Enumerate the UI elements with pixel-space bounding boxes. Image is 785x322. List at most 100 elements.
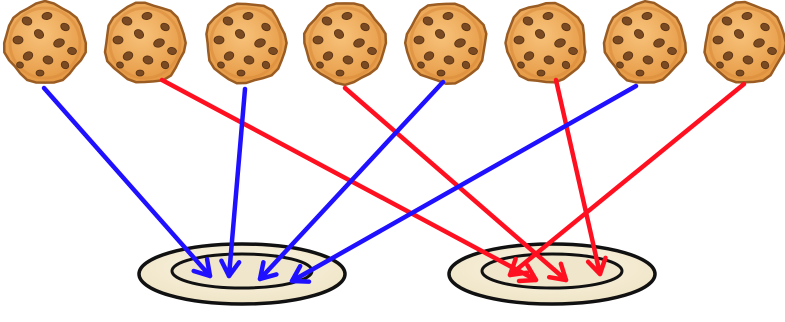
chocolate-chip	[522, 16, 534, 26]
cookie-3	[205, 2, 288, 85]
chocolate-chip	[660, 60, 670, 70]
chocolate-chip	[436, 69, 446, 77]
chocolate-chip	[35, 69, 45, 77]
arrow-shaft	[226, 86, 248, 279]
chocolate-chip	[213, 35, 225, 45]
chocolate-chip	[60, 60, 70, 70]
chocolate-chip	[417, 61, 425, 69]
chocolate-chip	[360, 60, 370, 70]
chocolate-chip	[534, 29, 546, 39]
chocolate-chip	[733, 29, 745, 39]
chocolate-chip	[413, 35, 425, 45]
chocolate-chip	[41, 12, 53, 20]
cookie-inner-ring	[708, 6, 782, 80]
chocolate-chip	[42, 55, 54, 65]
cookie-6	[504, 1, 587, 84]
arrow-shaft	[257, 79, 446, 282]
plate-right	[447, 242, 657, 306]
chocolate-chip	[622, 51, 634, 61]
arrow-shaft	[553, 77, 603, 277]
chocolate-chip	[454, 38, 466, 48]
arrow-8	[507, 81, 747, 278]
chocolate-chip	[121, 16, 133, 26]
chocolate-chip	[667, 47, 677, 55]
chocolate-chip	[360, 22, 370, 32]
chocolate-chip	[633, 29, 645, 39]
chocolate-chip	[753, 38, 765, 48]
chocolate-chip	[321, 16, 333, 26]
arrow-shaft	[289, 83, 639, 284]
cookie-2	[103, 1, 187, 84]
arrow-shaft	[342, 85, 569, 283]
arrow-6	[553, 77, 608, 277]
cookie-inner-ring	[209, 6, 283, 80]
chocolate-chip	[112, 35, 124, 45]
chocolate-chip	[53, 38, 65, 48]
chocolate-chip	[142, 55, 154, 65]
chocolate-chip	[261, 22, 271, 32]
chocolate-chip	[242, 12, 254, 20]
arrow-head	[546, 261, 569, 283]
chocolate-chip	[116, 61, 124, 69]
arrow-head	[257, 260, 279, 282]
chocolate-chip	[443, 55, 455, 65]
chocolate-chip	[316, 61, 324, 69]
chocolate-chip	[542, 12, 554, 20]
chocolate-chip	[612, 35, 624, 45]
arrow-3	[219, 86, 248, 279]
cookie-inner-ring	[8, 6, 82, 80]
chocolate-chip	[254, 38, 266, 48]
chocolate-chip	[760, 60, 770, 70]
chocolate-chip	[712, 35, 724, 45]
chocolate-chip	[160, 22, 170, 32]
chocolate-chip	[335, 69, 345, 77]
chocolate-chip	[422, 16, 434, 26]
chocolate-chip	[517, 61, 525, 69]
chocolate-chip	[543, 55, 555, 65]
chocolate-chip	[342, 55, 354, 65]
chocolate-chip	[133, 29, 145, 39]
arrow-1	[41, 85, 213, 279]
arrow-shaft	[41, 85, 213, 279]
cookie-inner-ring	[108, 6, 182, 80]
chocolate-chip	[333, 29, 345, 39]
cookie-inner-ring	[409, 6, 483, 80]
chocolate-chip	[21, 16, 33, 26]
chocolate-chip	[243, 55, 255, 65]
chocolate-chip	[217, 61, 225, 69]
chocolate-chip	[312, 35, 324, 45]
arrow-head	[585, 255, 608, 277]
arrow-head	[516, 263, 539, 284]
arrow-shaft	[507, 81, 747, 278]
chocolate-chip	[12, 35, 24, 45]
arrow-head	[191, 257, 213, 279]
chocolate-chip	[167, 47, 177, 55]
cookie-1	[2, 0, 88, 84]
cookie-inner-ring	[308, 6, 382, 80]
cookie-inner-ring	[608, 6, 682, 80]
cookie-inner-ring	[509, 6, 583, 80]
chocolate-chip	[513, 35, 525, 45]
cookie-8	[703, 0, 785, 84]
cookies-layer	[2, 0, 785, 87]
chocolate-chip	[261, 60, 271, 70]
chocolate-chip	[660, 22, 670, 32]
chocolate-chip	[760, 22, 770, 32]
chocolate-chip	[434, 29, 446, 39]
chocolate-chip	[735, 69, 745, 77]
chocolate-chip	[767, 47, 777, 55]
chocolate-chip	[741, 12, 753, 20]
chocolate-chip	[135, 69, 145, 77]
plate-left	[137, 242, 347, 306]
chocolate-chip	[641, 12, 653, 20]
chocolate-chip	[461, 60, 471, 70]
chocolate-chip	[153, 38, 165, 48]
chocolate-chip	[536, 69, 546, 77]
chocolate-chip	[33, 29, 45, 39]
chocolate-chip	[222, 16, 234, 26]
chocolate-chip	[523, 51, 535, 61]
chocolate-chip	[341, 12, 353, 20]
chocolate-chip	[236, 69, 246, 77]
